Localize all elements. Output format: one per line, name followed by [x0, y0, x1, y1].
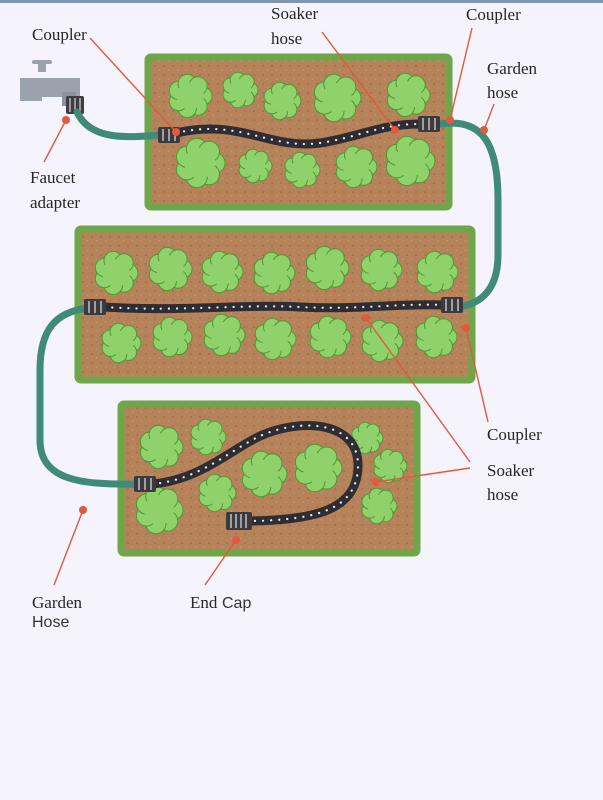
label-coupler-top-right: Coupler: [466, 5, 521, 24]
plant-icon: [238, 148, 273, 184]
label-soaker-hose-right-line1: Soaker: [487, 461, 535, 480]
plant-icon: [168, 73, 213, 119]
plant-icon: [416, 250, 459, 294]
plant-icon: [254, 317, 297, 361]
plant-icon: [294, 443, 343, 493]
plant-icon: [198, 473, 237, 513]
callout-dots: [62, 116, 488, 544]
top-rule: [0, 0, 603, 3]
callout-lines: [43, 27, 495, 586]
plant-icon: [351, 421, 384, 455]
soaker-hose-bed3: [147, 421, 363, 526]
plant-icon: [335, 145, 378, 189]
label-faucet-adapter-line2: adapter: [30, 193, 80, 212]
label-coupler-top-left: Coupler: [32, 25, 87, 44]
faucet-adapter-icon: [66, 96, 84, 114]
garden-hose-bed1-to-bed2: [436, 119, 502, 311]
end-cap-icon: [226, 512, 252, 530]
label-end-cap-word1: End: [190, 593, 218, 612]
label-garden-hose-bottom-line1: Garden: [32, 593, 83, 612]
plant-icon: [361, 487, 398, 525]
plant-icon: [203, 313, 246, 357]
plant-icon: [222, 71, 259, 109]
plant-icon: [201, 250, 244, 294]
plant-icon: [313, 73, 362, 123]
plant-icon: [305, 245, 350, 291]
plant-icon: [373, 448, 408, 484]
plant-icon: [253, 251, 296, 295]
garden-hoses: [36, 108, 502, 488]
plant-icon: [263, 81, 302, 121]
plants: [94, 71, 459, 535]
label-coupler-right: Coupler: [487, 425, 542, 444]
garden-hose-bed2-to-bed3: [36, 304, 141, 488]
coupler-icon: [84, 299, 106, 315]
label-end-cap-word2: Cap: [222, 595, 251, 612]
soaker-hose-bed2: [99, 300, 448, 314]
coupler-icon: [418, 116, 440, 132]
plant-icon: [148, 246, 193, 292]
coupler-icon: [441, 297, 463, 313]
label-garden-hose-bottom-line2: Hose: [32, 614, 69, 631]
plant-icon: [190, 418, 227, 456]
label-soaker-hose-top-line1: Soaker: [271, 4, 319, 23]
garden-hose-faucet-to-bed1: [73, 108, 164, 141]
plant-icon: [385, 135, 436, 187]
coupler-icon: [134, 476, 156, 492]
plant-icon: [360, 248, 403, 292]
label-faucet-adapter-line1: Faucet: [30, 168, 76, 187]
plant-icon: [139, 424, 184, 470]
plant-icon: [135, 485, 184, 535]
plant-icon: [101, 322, 142, 364]
plant-icon: [94, 250, 139, 296]
plant-icon: [175, 137, 226, 189]
label-garden-hose-right-line1: Garden: [487, 59, 538, 78]
plant-icon: [241, 450, 288, 498]
soaker-hoses: [99, 119, 448, 526]
label-garden-hose-right-line2: hose: [487, 83, 518, 102]
label-soaker-hose-top-line2: hose: [271, 29, 302, 48]
label-soaker-hose-right-line2: hose: [487, 485, 518, 504]
plant-icon: [415, 315, 458, 359]
plant-icon: [152, 316, 193, 358]
plant-icon: [309, 315, 352, 359]
plant-icon: [284, 151, 321, 189]
plant-icon: [386, 72, 431, 118]
